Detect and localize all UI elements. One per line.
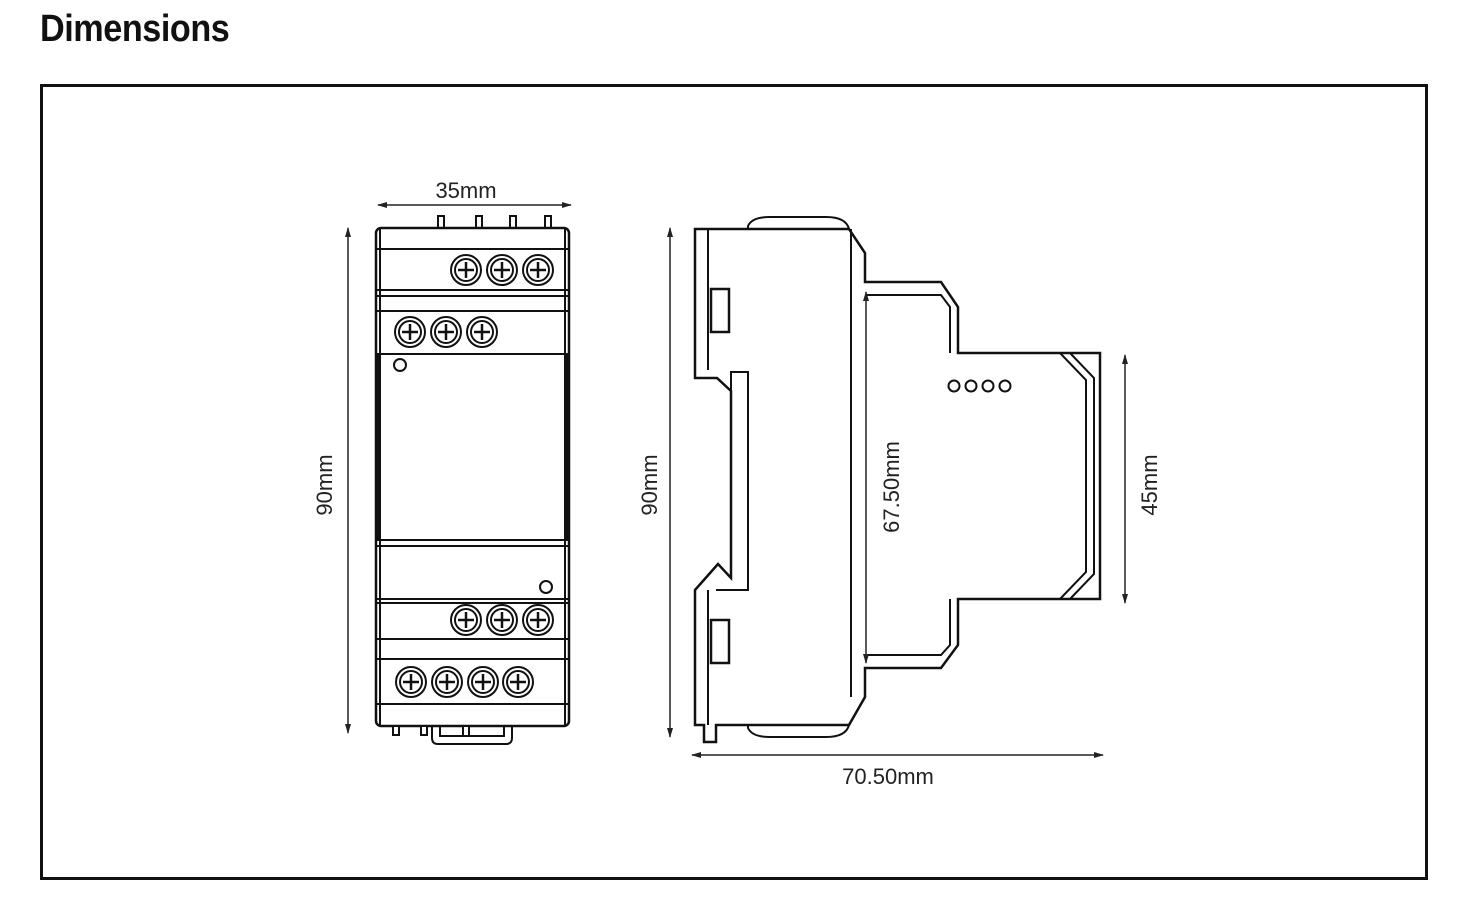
dim-label-front-height: 90mm (312, 454, 337, 515)
front-screws-row-3 (449, 603, 555, 637)
dim-label-side-inner-height: 67.50mm (879, 441, 904, 533)
dim-label-side-front-height: 45mm (1137, 454, 1162, 515)
dim-label-side-depth: 70.50mm (842, 764, 934, 789)
page-title: Dimensions (40, 8, 230, 50)
front-top-pins (437, 215, 552, 229)
side-top-cap (747, 216, 850, 230)
din-clip (431, 726, 513, 745)
side-view (693, 216, 1102, 744)
front-led-top (393, 358, 407, 372)
front-bottom-pins (392, 725, 513, 745)
side-front-cover (1059, 352, 1087, 600)
side-outline (693, 227, 1102, 744)
front-screws-row-2 (393, 315, 499, 349)
dim-label-side-height: 90mm (637, 454, 662, 515)
side-slot-top (709, 287, 731, 334)
side-slot-bottom (709, 618, 731, 665)
dim-label-front-width: 35mm (435, 178, 496, 203)
side-bottom-cap (747, 724, 850, 738)
front-screws-row-1 (449, 253, 555, 287)
side-indicator-holes (947, 379, 1012, 393)
front-body (374, 226, 571, 728)
front-led-bottom (539, 580, 553, 594)
drawing-frame (40, 84, 1428, 880)
front-view (374, 215, 571, 745)
